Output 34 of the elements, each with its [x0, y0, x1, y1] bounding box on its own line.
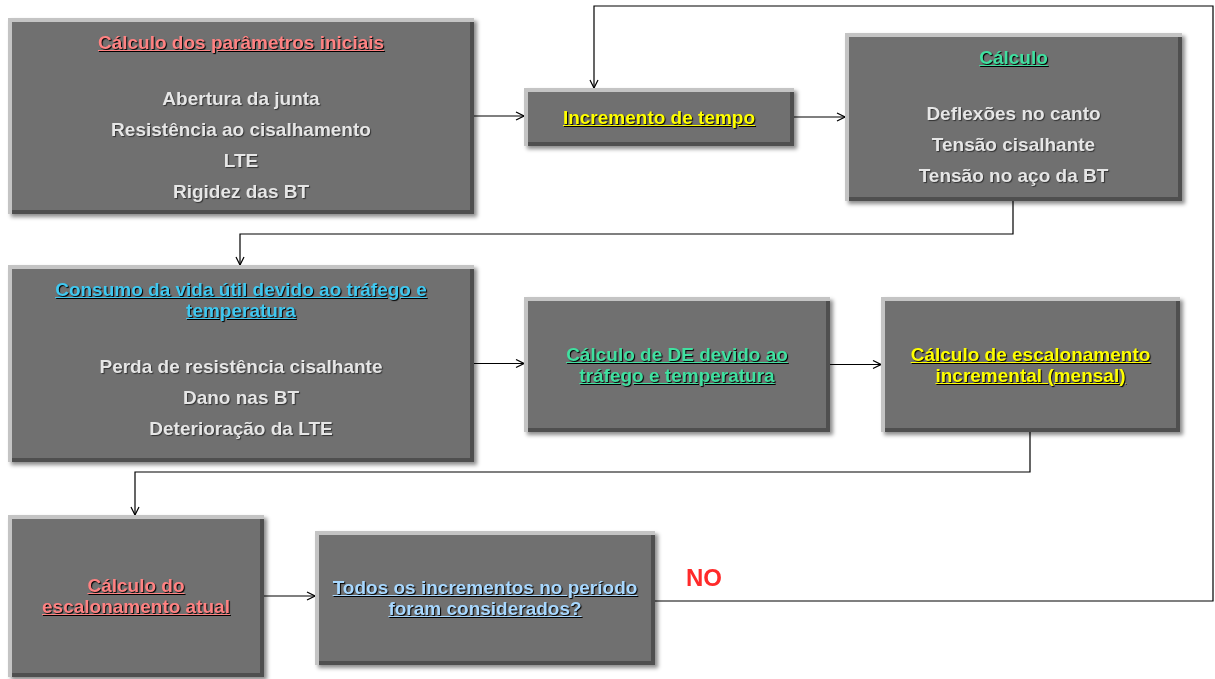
- box-text: Rigidez das BT: [172, 180, 310, 204]
- arrow: [473, 111, 525, 121]
- box-heading: Todos os incrementos no período foram considerados?: [331, 577, 639, 619]
- arrow: [235, 200, 1014, 266]
- box-heading: Cálculo do escalonamento atual: [41, 575, 231, 617]
- box-text: Dano nas BT: [182, 386, 300, 410]
- box-text: LTE: [223, 149, 259, 173]
- process-box: [8, 515, 264, 677]
- process-box: [524, 297, 830, 432]
- process-box: [315, 531, 655, 665]
- box-heading: Cálculo: [979, 47, 1048, 68]
- box-heading: Cálculo dos parâmetros iniciais: [97, 32, 385, 53]
- box-text: Deterioração da LTE: [149, 417, 333, 441]
- arrow: [473, 358, 525, 369]
- process-box: [845, 33, 1182, 201]
- arrow: [829, 359, 882, 370]
- arrow: [130, 431, 1031, 516]
- box-text: Tensão no aço da BT: [918, 164, 1109, 188]
- box-text: Abertura da junta: [162, 87, 320, 111]
- box-heading: Cálculo de escalonamento incremental (mensal): [909, 343, 1152, 386]
- arrow: [263, 591, 316, 601]
- arrow: [793, 112, 846, 122]
- box-heading: Consumo da vida útil devido ao tráfego e temperatura: [54, 279, 428, 321]
- box-text: Tensão cisalhante: [931, 133, 1096, 157]
- box-text: Resistência ao cisalhamento: [111, 118, 371, 142]
- box-heading: Cálculo de DE devido ao tráfego e temperatura: [565, 343, 789, 386]
- box-text: Deflexões no canto: [926, 102, 1101, 126]
- box-heading: Incremento de tempo: [562, 106, 756, 128]
- arrow: [589, 5, 1214, 602]
- process-box: [8, 265, 474, 462]
- box-text: Perda de resistência cisalhante: [99, 355, 383, 379]
- process-box: [524, 88, 794, 146]
- process-box: [8, 18, 474, 214]
- process-box: [881, 297, 1180, 432]
